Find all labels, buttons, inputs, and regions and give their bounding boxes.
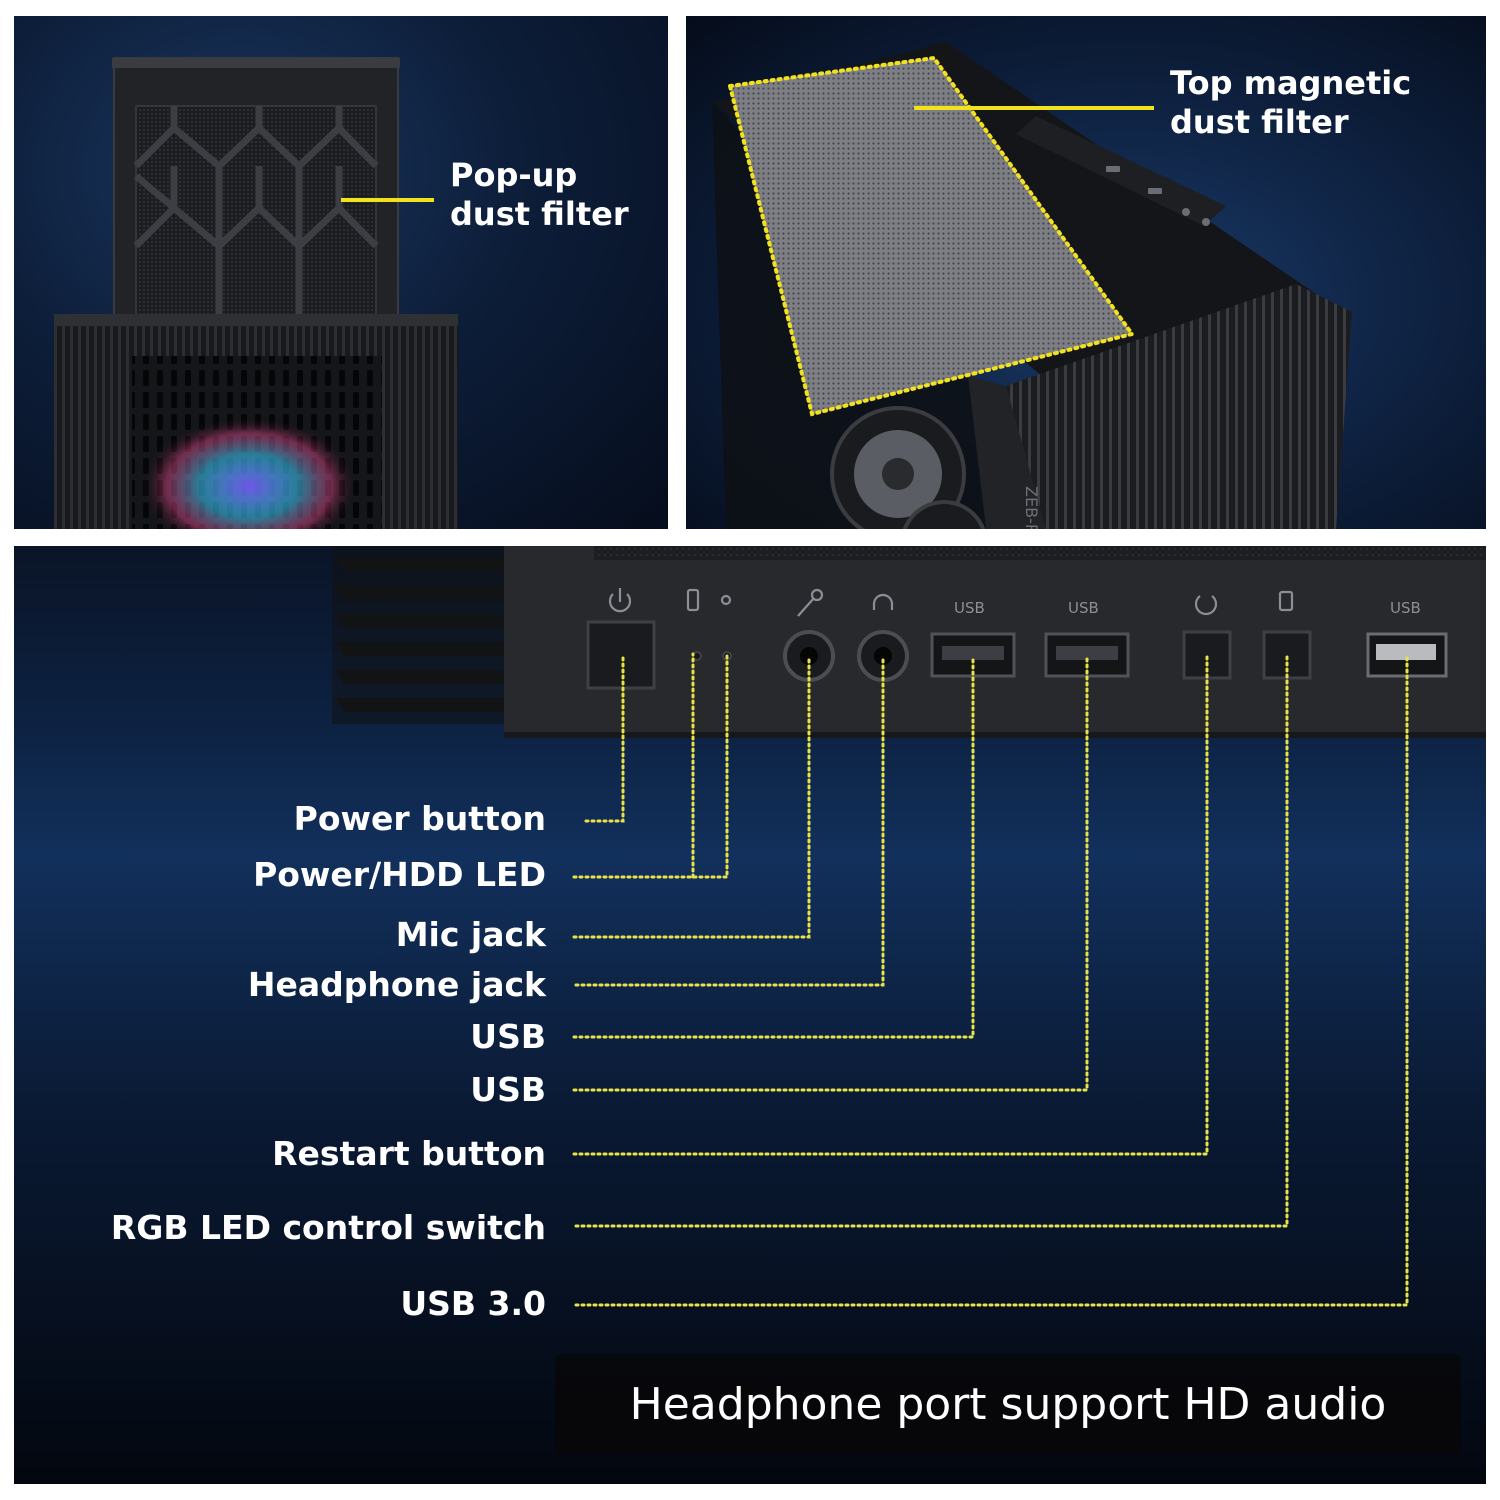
power-symbol-icon (608, 593, 632, 613)
leader-power-button (584, 652, 625, 823)
top-filter-illustration: ZEB-R (712, 42, 1352, 529)
top-callout-line1: Top magnetic (1170, 64, 1412, 102)
usb1-mark: USB (954, 599, 985, 617)
top-filter-outline (727, 55, 1136, 417)
usb3-mark: USB (1390, 599, 1421, 617)
rgb-symbol-icon (1278, 590, 1294, 612)
hdd-symbol-icon (686, 588, 700, 612)
hd-audio-banner-text: Headphone port support HD audio (629, 1378, 1387, 1430)
power-button-graphic (586, 620, 656, 690)
io-panel: USB USB USB Power button Power/HDD LED M… (14, 546, 1486, 1484)
popup-callout-line1: Pop-up (450, 156, 578, 194)
mic-symbol-icon (797, 597, 815, 617)
top-callout-line2: dust filter (1170, 103, 1349, 142)
io-illustration: USB USB USB (332, 546, 1486, 1307)
power-led-symbol-icon (720, 594, 732, 606)
label-headphone-jack: Headphone jack (247, 965, 546, 1004)
leader-rgb (574, 654, 1289, 1228)
label-restart-button: Restart button (272, 1134, 546, 1173)
label-usb3: USB 3.0 (400, 1284, 546, 1323)
leader-usb-2 (572, 654, 1089, 1092)
usb-port-2 (1044, 632, 1130, 678)
top-filter-callout: Top magnetic dust filter (1170, 64, 1411, 142)
usb2-mark: USB (1068, 599, 1099, 617)
leader-usb3 (574, 654, 1409, 1307)
hd-audio-banner: Headphone port support HD audio (555, 1354, 1461, 1454)
headphone-symbol-icon (872, 593, 894, 610)
usb-port-1 (930, 632, 1016, 678)
leader-restart (572, 654, 1209, 1156)
leader-mic (572, 654, 811, 939)
popup-filter-illustration (54, 57, 458, 529)
label-power-hdd-led: Power/HDD LED (253, 855, 546, 894)
restart-symbol-icon (1194, 595, 1218, 616)
popup-filter-callout: Pop-up dust filter (450, 156, 629, 234)
leader-usb-1 (572, 654, 975, 1039)
label-usb-1: USB (470, 1017, 546, 1056)
popup-filter-panel: Pop-up dust filter (14, 16, 668, 529)
popup-callout-line2: dust filter (450, 195, 629, 234)
leader-lines (572, 652, 1409, 1307)
label-mic-jack: Mic jack (395, 915, 546, 954)
case-brand-mark: ZEB-R (1022, 486, 1041, 529)
label-rgb-switch: RGB LED control switch (110, 1208, 546, 1247)
leader-headphone (574, 654, 885, 987)
leader-led (572, 652, 729, 879)
label-usb-2: USB (470, 1070, 546, 1109)
top-filter-panel: ZEB-R Top magnetic dust filter (686, 16, 1486, 529)
label-power-button: Power button (293, 799, 546, 838)
